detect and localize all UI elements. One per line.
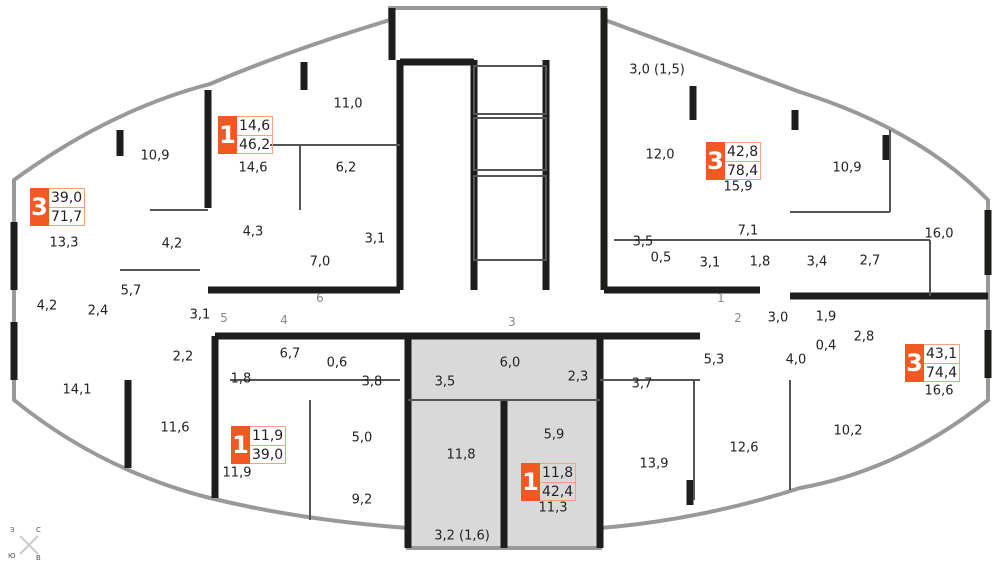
room-area-label: 5,3 — [703, 352, 725, 368]
room-area-label: 3,0 — [767, 310, 789, 326]
door-number: 4 — [280, 313, 288, 327]
facade-glazing — [12, 6, 990, 550]
room-count: 3 — [905, 344, 924, 382]
room-area-label: 0,4 — [815, 338, 837, 354]
room-area-label: 7,1 — [737, 223, 759, 239]
door-number: 1 — [717, 291, 725, 305]
room-area-label: 13,9 — [639, 456, 669, 472]
total-area: 42,4 — [542, 484, 574, 500]
room-area-label: 12,0 — [645, 147, 675, 163]
room-area-label: 14,1 — [62, 382, 92, 398]
room-count: 3 — [30, 188, 49, 226]
compass-icon — [19, 535, 39, 555]
living-area: 14,6 — [237, 118, 273, 136]
room-count: 3 — [706, 142, 725, 180]
room-area-label: 0,5 — [650, 250, 672, 266]
room-area-label: 2,2 — [172, 349, 194, 365]
room-area-label: 16,0 — [924, 226, 954, 242]
compass-south: Ю — [8, 552, 16, 560]
room-area-label: 3,4 — [806, 254, 828, 270]
compass-east: В — [36, 554, 41, 562]
room-area-label: 15,9 — [723, 179, 753, 195]
room-area-label: 11,9 — [222, 465, 252, 481]
room-area-label: 3,1 — [189, 307, 211, 323]
room-area-label: 2,3 — [567, 369, 589, 385]
door-number: 5 — [220, 311, 228, 325]
room-area-label: 10,9 — [832, 160, 862, 176]
room-area-label: 3,8 — [361, 374, 383, 390]
room-area-label: 0,6 — [326, 355, 348, 371]
room-area-label: 4,2 — [36, 298, 58, 314]
room-area-label: 7,0 — [309, 254, 331, 270]
total-area: 71,7 — [51, 209, 83, 225]
compass: З С Ю В — [8, 526, 48, 566]
room-area-label: 1,9 — [815, 309, 837, 325]
door-number: 6 — [316, 291, 324, 305]
room-area-label: 2,8 — [853, 329, 875, 345]
room-area-label: 11,3 — [538, 500, 568, 516]
room-area-label: 3,2 (1,6) — [434, 528, 490, 544]
room-area-label: 4,3 — [242, 224, 264, 240]
room-area-label: 6,2 — [335, 160, 357, 176]
room-area-label: 16,6 — [924, 383, 954, 399]
room-area-label: 9,2 — [351, 492, 373, 508]
room-area-label: 10,9 — [140, 148, 170, 164]
room-area-label: 3,5 — [434, 374, 456, 390]
door-number: 3 — [508, 315, 516, 329]
partition-walls — [120, 65, 931, 520]
door-number: 2 — [734, 311, 742, 325]
room-area-label: 13,3 — [49, 235, 79, 251]
room-area-label: 1,8 — [230, 371, 252, 387]
room-area-label: 1,8 — [749, 254, 771, 270]
room-area-label: 12,6 — [729, 440, 759, 456]
total-area: 46,2 — [239, 137, 271, 153]
room-area-label: 5,9 — [543, 427, 565, 443]
living-area: 39,0 — [49, 190, 85, 208]
room-area-label: 3,5 — [632, 234, 654, 250]
room-area-label: 11,8 — [446, 447, 476, 463]
room-area-label: 3,1 — [699, 255, 721, 271]
structural-walls — [10, 8, 992, 548]
compass-north: С — [36, 526, 41, 534]
room-area-label: 11,0 — [333, 96, 363, 112]
living-area: 11,9 — [250, 428, 286, 446]
room-area-label: 11,6 — [160, 420, 190, 436]
room-area-label: 2,7 — [859, 253, 881, 269]
room-count: 1 — [521, 463, 540, 501]
total-area: 39,0 — [252, 447, 284, 463]
room-area-label: 3,1 — [364, 231, 386, 247]
room-area-label: 4,0 — [785, 352, 807, 368]
room-area-label: 14,6 — [238, 160, 268, 176]
room-area-label: 10,2 — [833, 423, 863, 439]
room-count: 1 — [218, 116, 237, 154]
room-area-label: 3,7 — [631, 376, 653, 392]
room-area-label: 4,2 — [161, 236, 183, 252]
living-area: 43,1 — [924, 346, 960, 364]
room-area-label: 5,7 — [120, 283, 142, 299]
total-area: 78,4 — [727, 163, 759, 179]
room-area-label: 6,0 — [499, 355, 521, 371]
living-area: 11,8 — [540, 465, 576, 483]
room-area-label: 3,0 (1,5) — [629, 62, 685, 78]
room-area-label: 6,7 — [279, 346, 301, 362]
room-area-label: 2,4 — [87, 303, 109, 319]
room-area-label: 5,0 — [351, 430, 373, 446]
living-area: 42,8 — [725, 144, 761, 162]
room-count: 1 — [231, 426, 250, 464]
compass-west: З — [10, 526, 15, 534]
total-area: 74,4 — [926, 365, 958, 381]
